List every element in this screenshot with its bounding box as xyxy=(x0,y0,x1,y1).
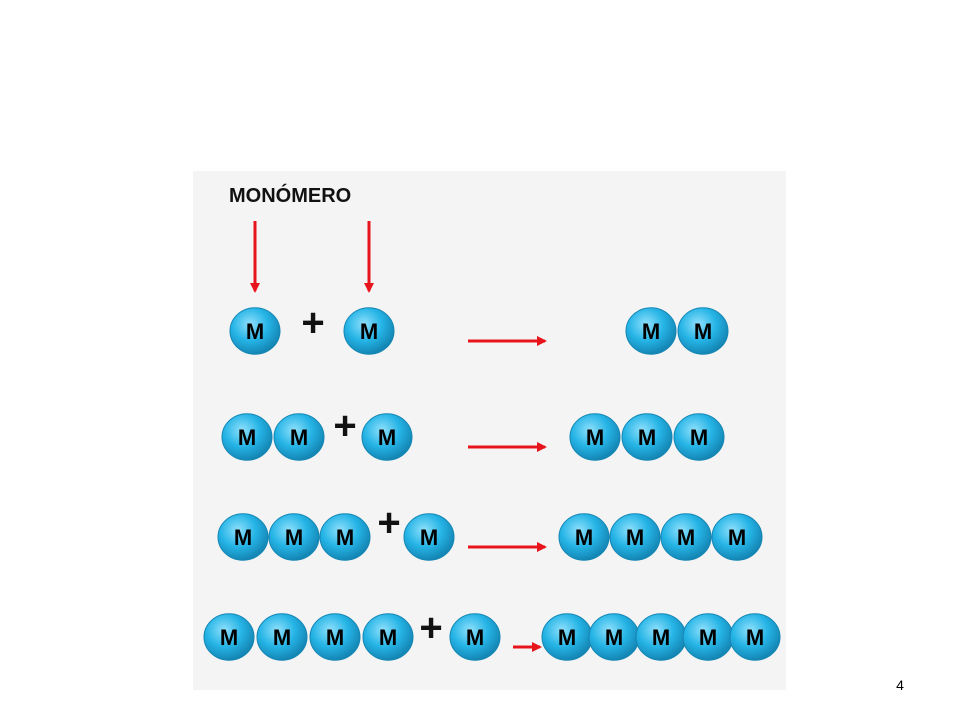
monomer-letter: M xyxy=(285,525,303,550)
plus-sign: + xyxy=(419,606,442,650)
monomer-letter: M xyxy=(690,425,708,450)
reaction-rows: M + M M M M M + M M M M M M M + M M M M M M M M M + M M M M M M xyxy=(203,301,781,661)
monomer-ball xyxy=(403,513,455,561)
reaction-row: M + M M M xyxy=(229,301,729,355)
monomer: M xyxy=(268,513,320,561)
monomer-ball xyxy=(621,413,673,461)
monomer-letter: M xyxy=(575,525,593,550)
monomer-letter: M xyxy=(699,625,717,650)
monomer-ball xyxy=(677,307,729,355)
monomer-letter: M xyxy=(605,625,623,650)
monomer: M xyxy=(621,413,673,461)
monomer: M xyxy=(660,513,712,561)
monomer: M xyxy=(221,413,273,461)
monomer: M xyxy=(203,613,255,661)
monomer-letter: M xyxy=(746,625,764,650)
page-number: 4 xyxy=(896,677,904,693)
monomer-ball xyxy=(217,513,269,561)
monomer: M xyxy=(569,413,621,461)
monomer-letter: M xyxy=(326,625,344,650)
monomer-ball xyxy=(673,413,725,461)
monomer: M xyxy=(361,413,413,461)
monomer-letter: M xyxy=(360,319,378,344)
monomer-letter: M xyxy=(652,625,670,650)
monomer: M xyxy=(362,613,414,661)
monomer-ball xyxy=(711,513,763,561)
monomer: M xyxy=(588,613,640,661)
monomer-letter: M xyxy=(379,625,397,650)
monomer-ball xyxy=(343,307,395,355)
monomer-ball xyxy=(203,613,255,661)
monomer-ball xyxy=(609,513,661,561)
monomer-letter: M xyxy=(728,525,746,550)
monomer: M xyxy=(403,513,455,561)
monomer-letter: M xyxy=(238,425,256,450)
monomer-ball xyxy=(558,513,610,561)
monomer: M xyxy=(558,513,610,561)
monomer: M xyxy=(229,307,281,355)
monomer-ball xyxy=(625,307,677,355)
monomer-ball xyxy=(268,513,320,561)
monomer: M xyxy=(449,613,501,661)
monomer: M xyxy=(729,613,781,661)
monomer: M xyxy=(711,513,763,561)
monomer: M xyxy=(673,413,725,461)
monomer: M xyxy=(635,613,687,661)
reaction-row: M M M + M M M M M xyxy=(217,501,763,561)
monomer-letter: M xyxy=(273,625,291,650)
monomer: M xyxy=(309,613,361,661)
monomer: M xyxy=(319,513,371,561)
monomer-letter: M xyxy=(290,425,308,450)
monomer-ball xyxy=(221,413,273,461)
plus-sign: + xyxy=(333,404,356,448)
monomer-ball xyxy=(256,613,308,661)
monomer: M xyxy=(217,513,269,561)
monomer: M xyxy=(609,513,661,561)
monomer-letter: M xyxy=(626,525,644,550)
monomer-letter: M xyxy=(586,425,604,450)
monomer: M xyxy=(343,307,395,355)
monomer-letter: M xyxy=(220,625,238,650)
plus-sign: + xyxy=(301,301,324,345)
monomer-letter: M xyxy=(638,425,656,450)
monomer-letter: M xyxy=(336,525,354,550)
monomer-letter: M xyxy=(420,525,438,550)
monomer-letter: M xyxy=(466,625,484,650)
monomer-ball xyxy=(319,513,371,561)
reaction-row: M M + M M M M xyxy=(221,404,725,461)
plus-sign: + xyxy=(377,501,400,545)
monomer: M xyxy=(677,307,729,355)
monomer-pointer-arrows xyxy=(250,221,374,293)
monomer-letter: M xyxy=(246,319,264,344)
monomer-letter: M xyxy=(694,319,712,344)
monomer-ball xyxy=(660,513,712,561)
monomer-ball xyxy=(229,307,281,355)
monomer-letter: M xyxy=(677,525,695,550)
monomer-letter: M xyxy=(558,625,576,650)
monomer-ball xyxy=(309,613,361,661)
monomer: M xyxy=(682,613,734,661)
monomer-ball xyxy=(362,613,414,661)
monomer: M xyxy=(273,413,325,461)
monomer: M xyxy=(625,307,677,355)
reaction-row: M M M M + M M M M M M xyxy=(203,606,781,661)
monomer-ball xyxy=(569,413,621,461)
monomer-letter: M xyxy=(234,525,252,550)
monomer-letter: M xyxy=(642,319,660,344)
monomer-label: MONÓMERO xyxy=(229,183,351,207)
monomer-ball xyxy=(273,413,325,461)
monomer-ball xyxy=(361,413,413,461)
monomer: M xyxy=(256,613,308,661)
monomer: M xyxy=(541,613,593,661)
monomer-ball xyxy=(449,613,501,661)
monomer-letter: M xyxy=(378,425,396,450)
monomer-ball xyxy=(729,613,781,661)
